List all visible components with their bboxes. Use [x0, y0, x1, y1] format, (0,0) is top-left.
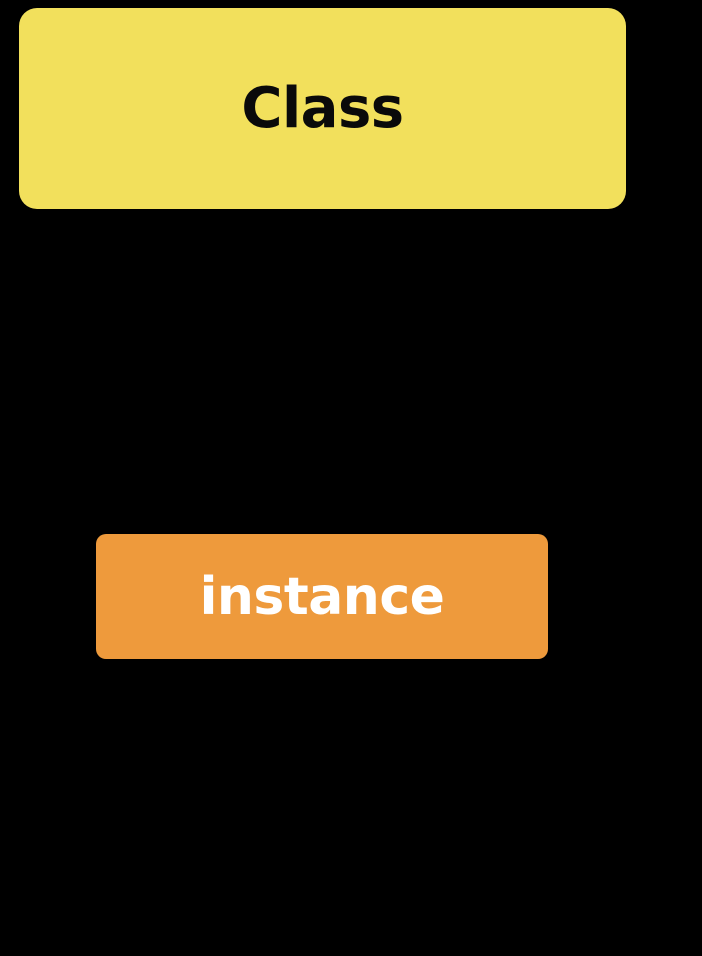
class-node[interactable]: Class [19, 8, 626, 209]
class-node-label: Class [241, 75, 404, 141]
instance-node-label: instance [199, 566, 445, 627]
instance-node[interactable]: instance [96, 534, 548, 659]
